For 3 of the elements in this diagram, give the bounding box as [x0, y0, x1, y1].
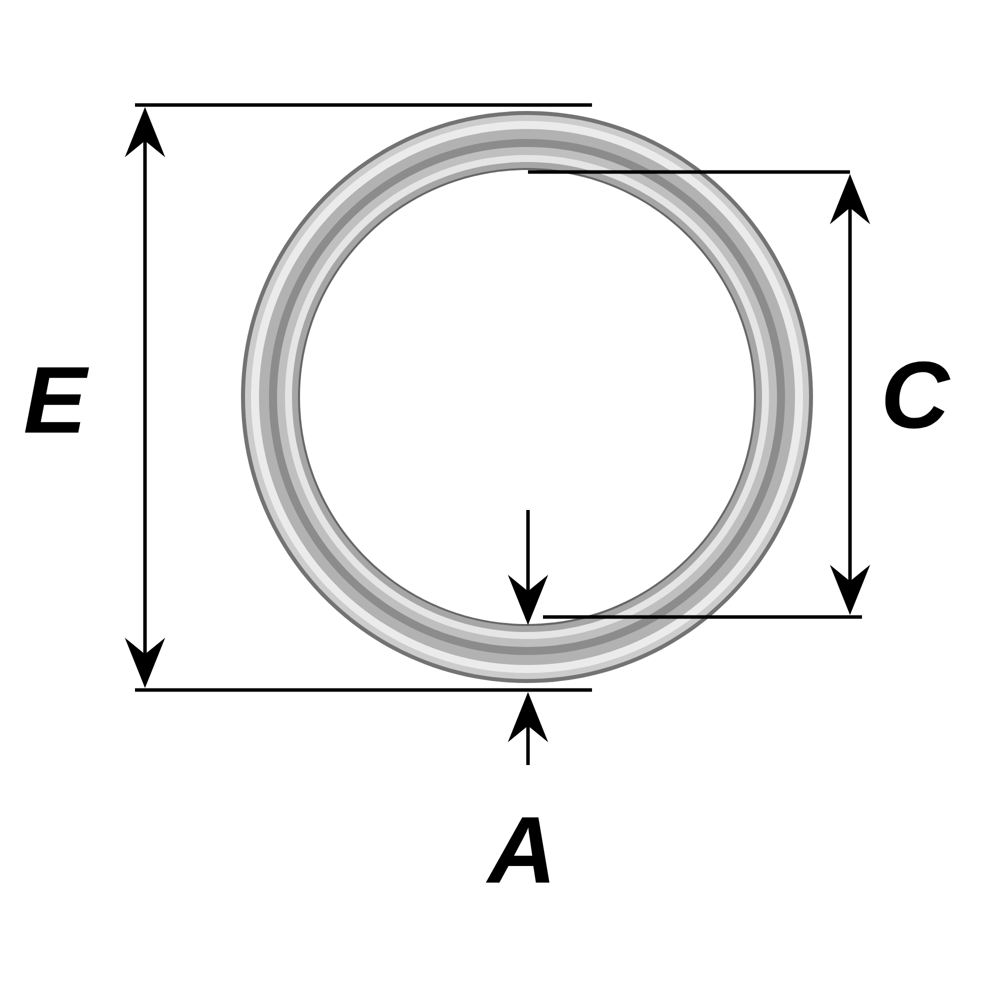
dimension-label: E — [25, 367, 89, 433]
dimension-label: A — [486, 817, 550, 883]
dimension-label: C — [885, 361, 950, 429]
